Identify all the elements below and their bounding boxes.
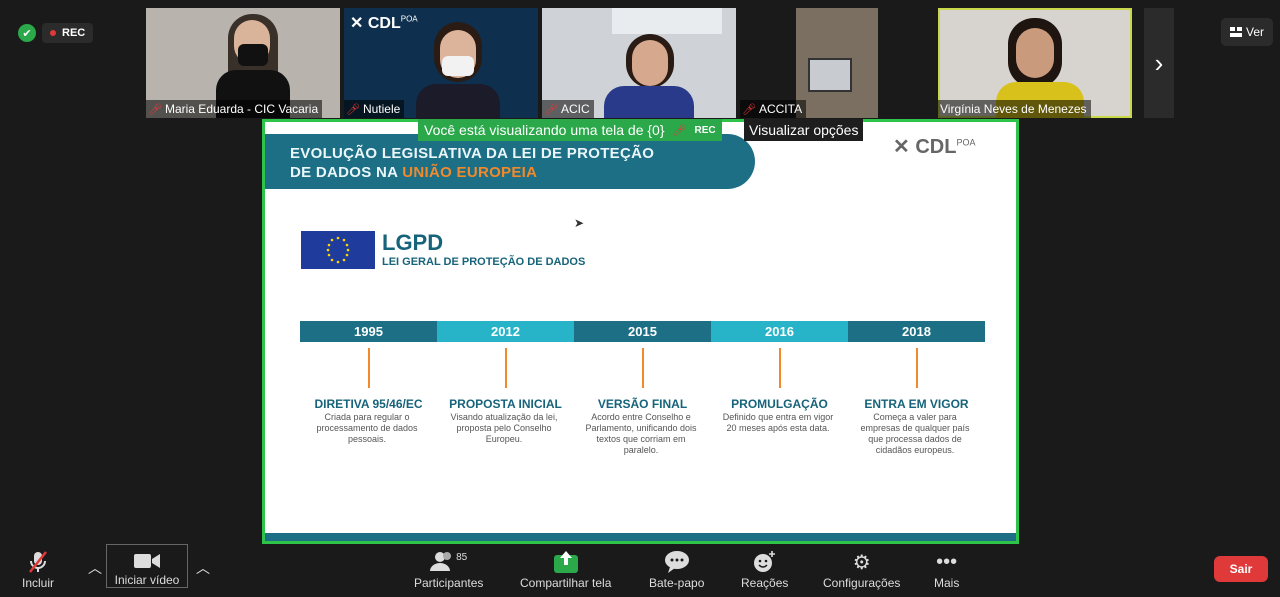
shared-screen: EVOLUÇÃO LEGISLATIVA DA LEI DE PROTEÇÃO … bbox=[262, 119, 1019, 544]
video-tile-2[interactable]: ✕ CDLPOA 🎤︎ Nutiele bbox=[344, 8, 538, 118]
chat-button[interactable]: Bate-papo bbox=[649, 548, 704, 590]
mic-muted-icon: 🎤︎ bbox=[742, 103, 756, 116]
participant-name-tag: 🎤︎ ACCITA bbox=[740, 100, 807, 118]
emoji-reaction-icon bbox=[753, 548, 777, 576]
mouse-cursor-icon: ➤ bbox=[574, 216, 585, 230]
timeline-heading: DIRETIVA 95/46/EC bbox=[314, 397, 423, 411]
participant-name-tag: 🎤︎ ACIC bbox=[542, 100, 594, 118]
video-tile-active-speaker[interactable]: Virgínia Neves de Menezes bbox=[938, 8, 1132, 118]
record-dot-icon bbox=[50, 30, 56, 36]
lgpd-heading: LGPD bbox=[382, 230, 444, 255]
timeline-year: 2012 bbox=[437, 321, 574, 342]
mic-muted-icon: 🎤︎ bbox=[544, 103, 558, 116]
top-bar: ✔ REC 🎤︎ Maria Eduarda - CIC Vacaria ✕ C… bbox=[0, 0, 1280, 120]
video-tile-3[interactable]: 🎤︎ ACIC bbox=[542, 8, 736, 118]
timeline-heading: PROPOSTA INICIAL bbox=[449, 397, 562, 411]
timeline-year: 2015 bbox=[574, 321, 711, 342]
timeline-heading: VERSÃO FINAL bbox=[597, 397, 688, 411]
mic-muted-icon: 🎤︎ bbox=[148, 103, 162, 116]
timeline-description: Acordo entre Conselho e Parlamento, unif… bbox=[585, 412, 697, 455]
timeline-description: Definido que entra em vigor 20 meses apó… bbox=[722, 412, 834, 433]
participants-icon: 85 bbox=[430, 548, 467, 576]
gear-icon: ⚙ bbox=[852, 551, 871, 574]
timeline-connector bbox=[916, 348, 918, 388]
participant-name-tag: Virgínia Neves de Menezes bbox=[938, 100, 1091, 118]
leave-meeting-button[interactable]: Sair bbox=[1214, 556, 1268, 582]
lgpd-subtitle: LEI GERAL DE PROTEÇÃO DE DADOS bbox=[382, 256, 586, 268]
mic-muted-icon: 🎤︎ bbox=[346, 103, 360, 116]
chevron-right-icon: › bbox=[1154, 47, 1164, 78]
audio-options-chevron-icon[interactable]: ︿ bbox=[88, 560, 102, 576]
reactions-button[interactable]: Reações bbox=[741, 548, 788, 590]
grid-view-icon bbox=[1229, 27, 1242, 37]
eu-flag-icon bbox=[301, 231, 375, 269]
slide-footer-bar bbox=[265, 533, 1016, 541]
timeline-heading: ENTRA EM VIGOR bbox=[864, 397, 969, 411]
next-page-button[interactable]: › bbox=[1144, 8, 1174, 118]
video-options-chevron-icon[interactable]: ︿ bbox=[196, 560, 210, 576]
recording-badge: REC bbox=[694, 124, 716, 136]
share-screen-button[interactable]: Compartilhar tela bbox=[520, 548, 611, 590]
timeline-connector bbox=[368, 348, 370, 388]
timeline-connector bbox=[779, 348, 781, 388]
more-dots-icon: ••• bbox=[936, 550, 958, 573]
screen-share-banner: Você está visualizando uma tela de {0} 🎤… bbox=[418, 119, 722, 141]
timeline-year: 2016 bbox=[711, 321, 848, 342]
video-tile-4[interactable]: 🎤︎ ACCITA bbox=[740, 8, 934, 118]
video-tile-1[interactable]: 🎤︎ Maria Eduarda - CIC Vacaria bbox=[146, 8, 340, 118]
mic-muted-icon bbox=[27, 548, 49, 576]
timeline-description: Começa a valer para empresas de qualquer… bbox=[860, 412, 970, 455]
mute-button[interactable]: Incluir bbox=[22, 548, 54, 590]
camera-icon bbox=[134, 549, 160, 573]
meeting-toolbar: Incluir ︿ Iniciar vídeo ︿ 85 Participant… bbox=[0, 544, 1280, 597]
recording-indicator: REC bbox=[42, 23, 94, 43]
participants-button[interactable]: 85 Participantes bbox=[414, 548, 483, 591]
timeline-year: 2018 bbox=[848, 321, 985, 342]
mic-muted-icon: 🎤︎ bbox=[672, 124, 687, 137]
timeline-description: Criada para regular o processamento de d… bbox=[316, 412, 418, 444]
timeline-description: Visando atualização da lei, proposta pel… bbox=[450, 412, 558, 444]
security-shield-icon[interactable]: ✔ bbox=[18, 24, 36, 42]
slide-title: EVOLUÇÃO LEGISLATIVA DA LEI DE PROTEÇÃO … bbox=[265, 134, 755, 189]
participant-name-tag: 🎤︎ Nutiele bbox=[344, 100, 405, 118]
share-screen-icon bbox=[553, 548, 578, 576]
cdl-logo: ✕ CDLPOA bbox=[893, 136, 976, 158]
view-options-button[interactable]: Visualizar opções bbox=[744, 119, 864, 141]
timeline-year: 1995 bbox=[300, 321, 437, 342]
timeline-heading: PROMULGAÇÃO bbox=[731, 397, 828, 411]
more-button[interactable]: ••• Mais bbox=[934, 548, 959, 591]
recording-label: REC bbox=[62, 27, 86, 39]
timeline-connector bbox=[642, 348, 644, 388]
settings-button[interactable]: ⚙ Configurações bbox=[823, 548, 900, 591]
participant-name-tag: 🎤︎ Maria Eduarda - CIC Vacaria bbox=[146, 100, 323, 118]
cdl-logo: ✕ CDLPOA bbox=[350, 14, 418, 32]
chat-icon bbox=[664, 548, 690, 576]
view-button[interactable]: Ver bbox=[1221, 18, 1273, 46]
start-video-button[interactable]: Iniciar vídeo bbox=[106, 544, 188, 588]
timeline-connector bbox=[505, 348, 507, 388]
